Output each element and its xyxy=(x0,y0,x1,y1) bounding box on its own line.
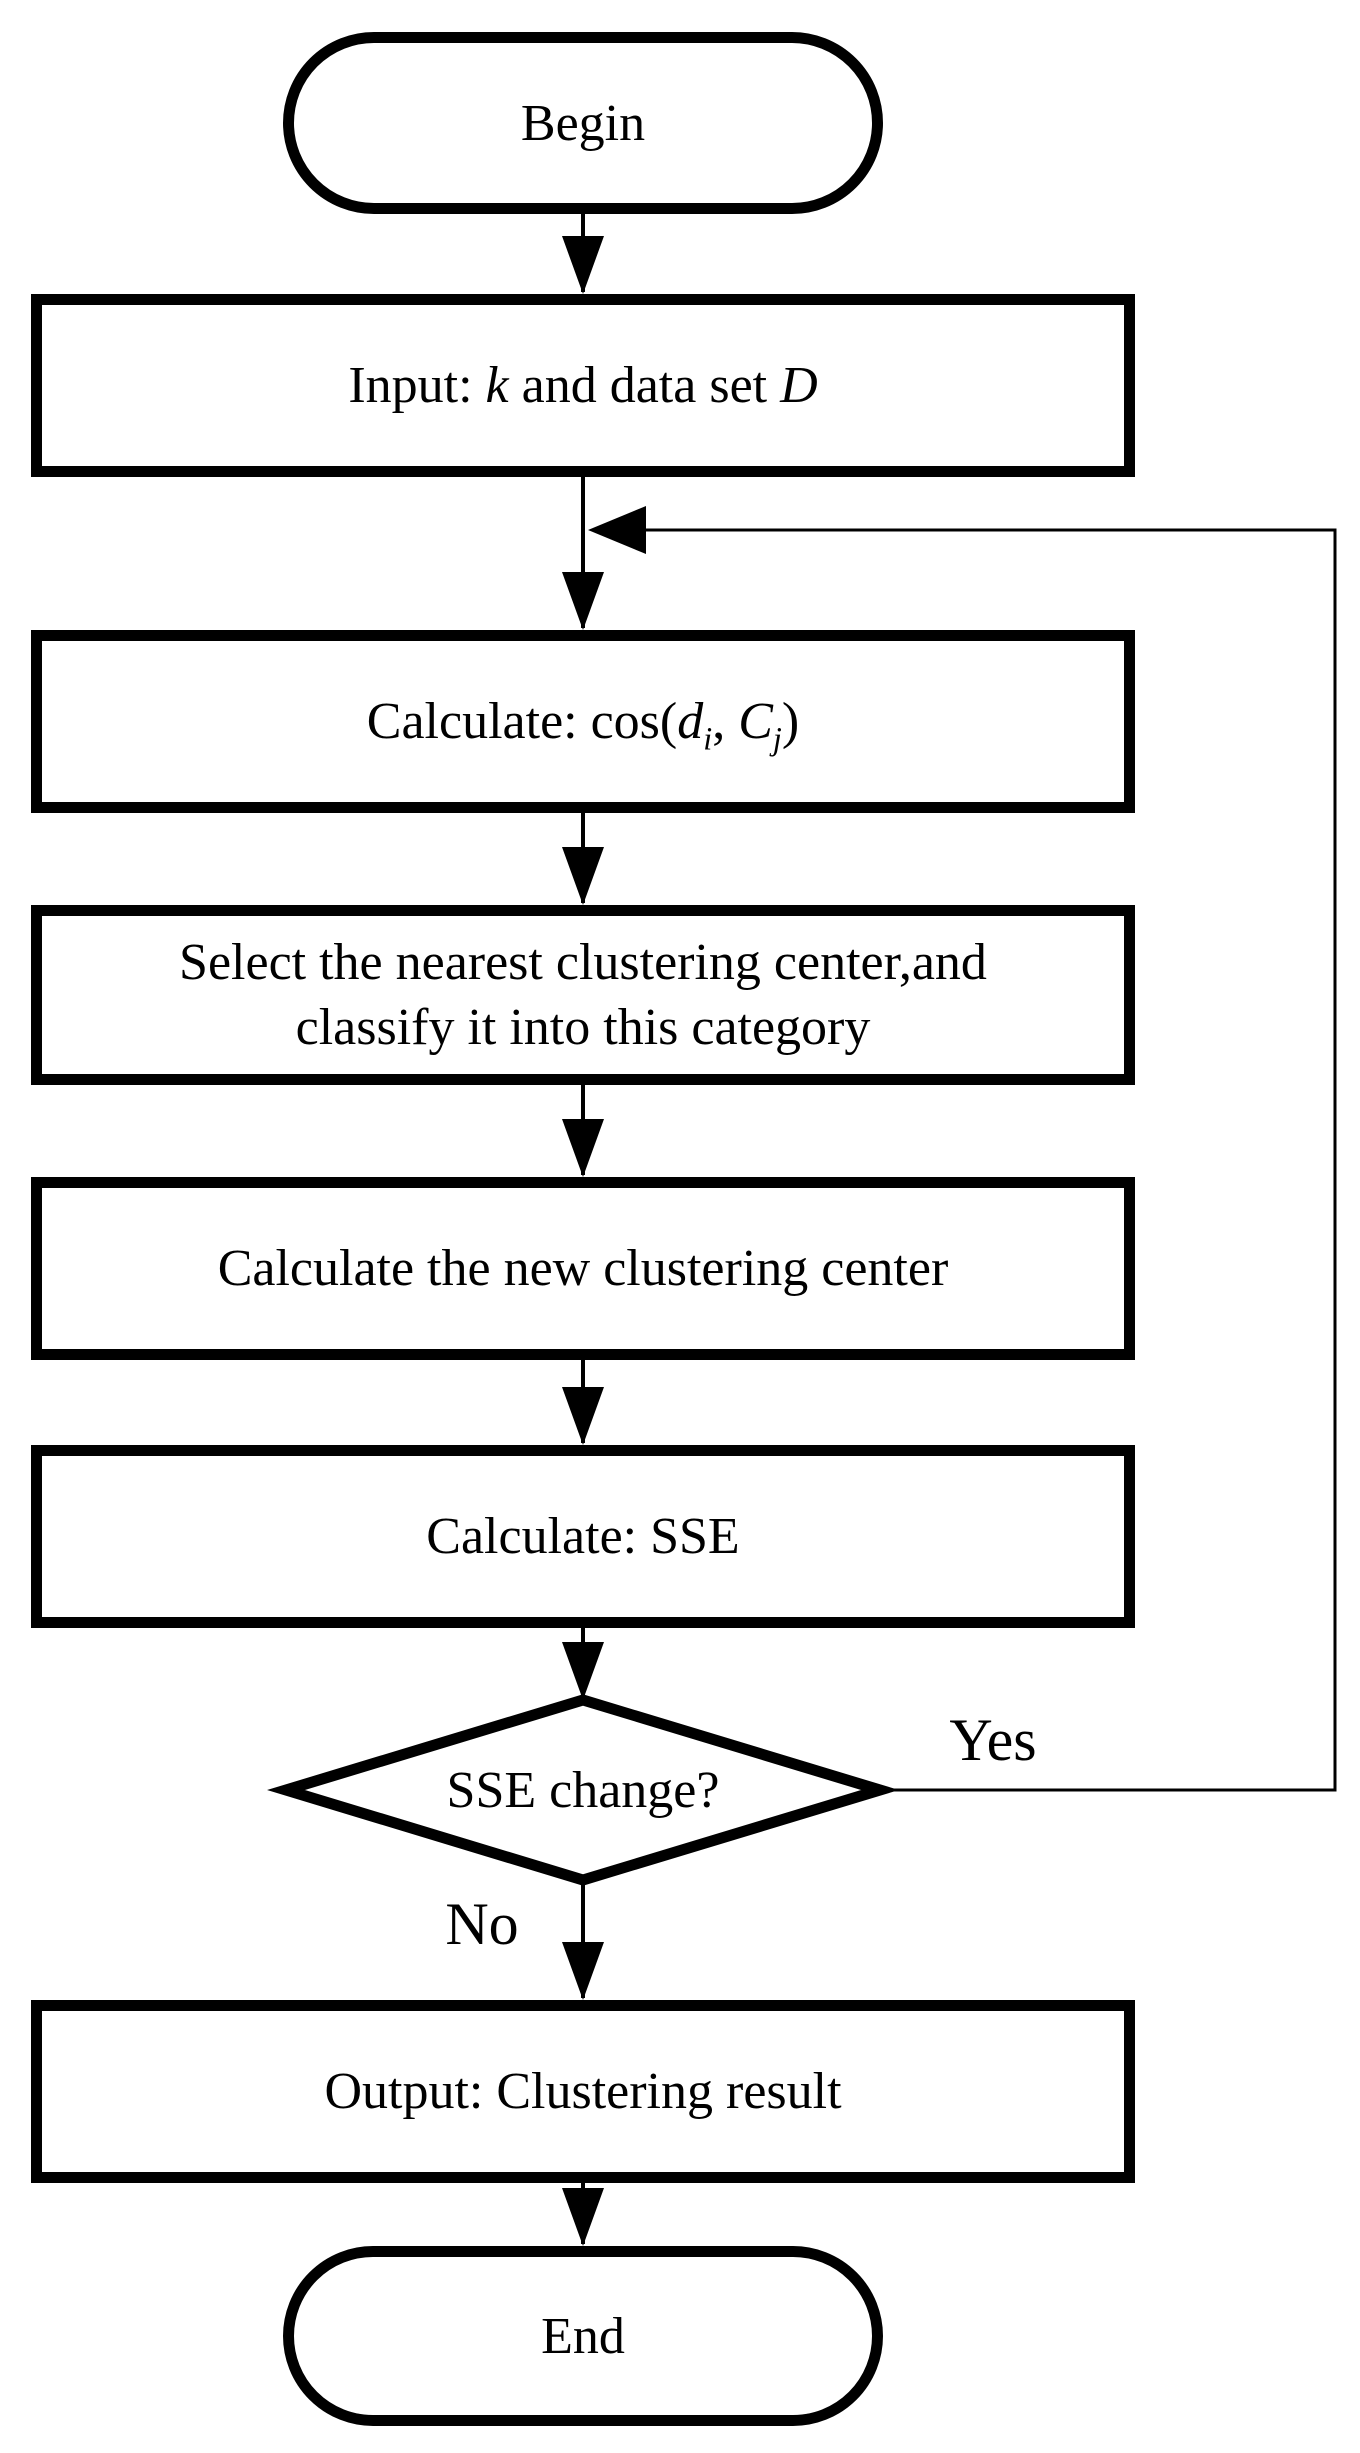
no-label: No xyxy=(445,1890,519,1957)
calculate-new-center-label: Calculate the new clustering center xyxy=(217,1240,949,1297)
arrowhead-into-sse xyxy=(562,1387,604,1445)
subscript-i: i xyxy=(703,720,713,757)
arrowhead-into-newcenter xyxy=(562,1119,604,1177)
calculate-sse-label: Calculate: SSE xyxy=(426,1508,740,1565)
arrowhead-into-select xyxy=(562,847,604,905)
variable-d: D xyxy=(780,357,818,414)
arrowhead-loop-into-mainline xyxy=(588,506,646,554)
decision-diamond-shape xyxy=(267,1694,899,1886)
select-center-box: Select the nearest clustering center,and… xyxy=(31,905,1135,1085)
calculate-cos-label: Calculate: cos(di, Cj) xyxy=(366,693,800,757)
end-node: End xyxy=(283,2246,883,2426)
variable-cj: C xyxy=(738,693,773,750)
input-label: Input: k and data set D xyxy=(348,357,818,414)
end-label: End xyxy=(541,2307,625,2365)
sse-change-label: SSE change? xyxy=(446,1761,720,1819)
begin-node: Begin xyxy=(283,32,883,214)
output-label: Output: Clustering result xyxy=(324,2063,842,2120)
arrowhead-into-decision xyxy=(562,1642,604,1700)
subscript-j: j xyxy=(772,720,782,757)
calculate-sse-box: Calculate: SSE xyxy=(31,1445,1135,1628)
arrowhead-into-cos xyxy=(562,572,604,630)
calculate-new-center-box: Calculate the new clustering center xyxy=(31,1177,1135,1360)
select-center-line2: classify it into this category xyxy=(295,999,871,1056)
arrowhead-into-output xyxy=(562,1942,604,2000)
input-box: Input: k and data set D xyxy=(31,294,1135,477)
variable-di: d xyxy=(677,693,704,750)
variable-k: k xyxy=(485,357,509,414)
arrowhead-into-input xyxy=(562,236,604,294)
sse-change-decision: SSE change? xyxy=(313,1722,853,1858)
yes-label: Yes xyxy=(949,1706,1037,1773)
calculate-cos-box: Calculate: cos(di, Cj) xyxy=(31,630,1135,813)
begin-label: Begin xyxy=(520,94,646,152)
select-center-line1: Select the nearest clustering center,and xyxy=(179,934,987,991)
arrowhead-into-end xyxy=(562,2188,604,2246)
output-box: Output: Clustering result xyxy=(31,2000,1135,2183)
